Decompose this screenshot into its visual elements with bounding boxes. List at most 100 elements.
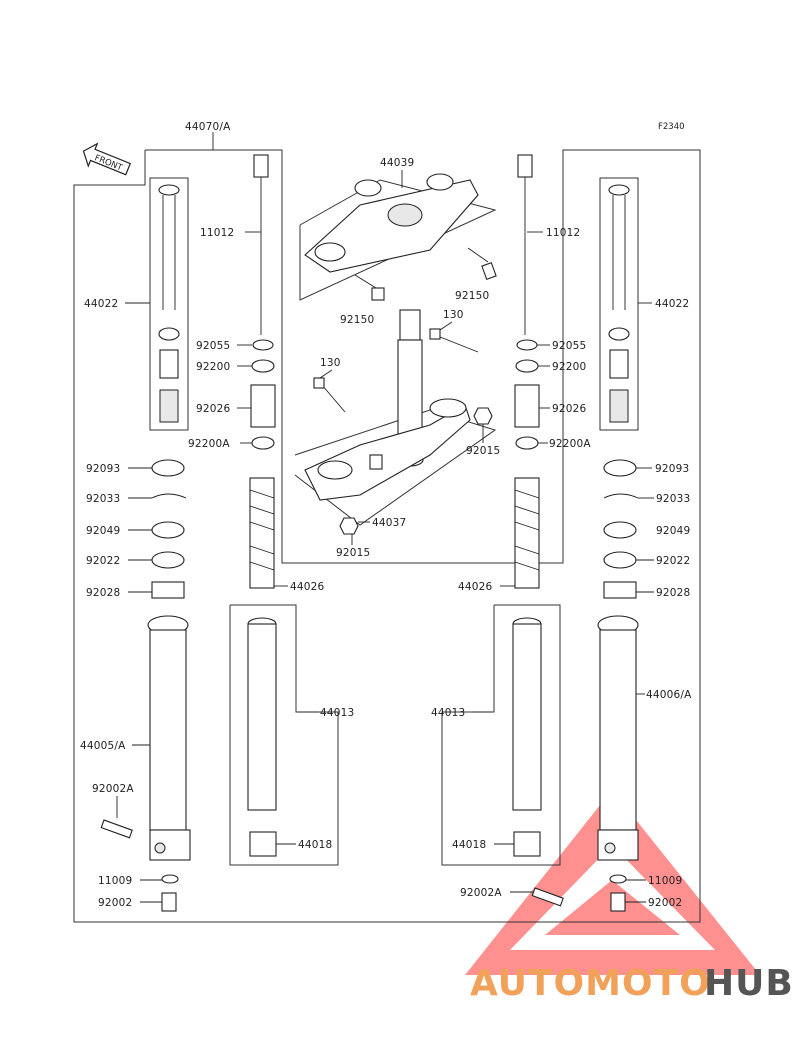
left-spring-kit-frame (149, 177, 189, 431)
diagram-code: F2340 (658, 122, 685, 132)
label-130-upper: 130 (443, 309, 464, 321)
label-92150-left: 92150 (340, 314, 374, 326)
label-92028-right: 92028 (656, 587, 690, 599)
label-44022-right: 44022 (655, 298, 689, 310)
right-cylinder-frame (441, 604, 561, 866)
label-92200A-right: 92200A (549, 438, 591, 450)
label-44037: 44037 (372, 517, 406, 529)
label-92015-left: 92015 (336, 547, 370, 559)
watermark-part2: HUB (704, 963, 794, 1004)
label-92015-right: 92015 (466, 445, 500, 457)
right-oil-seal-92049 (603, 521, 637, 539)
left-bolt-92002 (161, 892, 177, 912)
label-11009-left: 11009 (98, 875, 132, 887)
label-92200-left: 92200 (196, 361, 230, 373)
label-92049-left: 92049 (86, 525, 120, 537)
left-bushing-44018 (249, 831, 277, 857)
label-44026-right: 44026 (458, 581, 493, 593)
right-washer-92022 (603, 551, 637, 569)
label-92055-left: 92055 (196, 340, 230, 352)
label-11012-left: 11012 (200, 227, 234, 239)
left-washer-92200A (251, 436, 275, 450)
label-92002A-left: 92002A (92, 783, 134, 795)
left-washer-11009 (161, 874, 179, 884)
label-92033-right: 92033 (656, 493, 690, 505)
label-44022-left: 44022 (84, 298, 118, 310)
left-bolt-92002A (100, 819, 133, 839)
label-44026-left: 44026 (290, 581, 325, 593)
right-fork-cap-bolt (517, 154, 533, 335)
label-92002A-right: 92002A (460, 887, 502, 899)
right-clip-92033 (603, 493, 639, 499)
right-collar-92026 (514, 384, 540, 428)
left-cylinder-44013 (247, 617, 277, 811)
left-collar-92026 (250, 384, 276, 428)
left-oil-seal-92049 (151, 521, 185, 539)
right-seal-92093 (603, 459, 637, 477)
right-washer-11009 (609, 874, 627, 884)
lower-triple-clamp (304, 398, 471, 501)
right-bolt-92002A (531, 887, 564, 907)
right-spring-kit-frame (599, 177, 639, 431)
right-spring-44026 (514, 477, 540, 589)
label-44005: 44005/A (80, 740, 126, 752)
right-bushing-92028 (603, 581, 637, 599)
label-92022-left: 92022 (86, 555, 120, 567)
right-spring-kit-44022 (608, 184, 630, 423)
nut-92015-left (339, 517, 359, 535)
label-92002-right: 92002 (648, 897, 682, 909)
right-bushing-44018 (513, 831, 541, 857)
left-washer-92200 (251, 359, 275, 373)
bolt-130-lower (313, 377, 346, 413)
front-arrow-icon: FRONT (82, 142, 132, 176)
label-44070: 44070/A (185, 121, 231, 133)
outer-frame (73, 149, 701, 923)
lower-bracket-outline (294, 409, 497, 526)
label-44013-left: 44013 (320, 707, 354, 719)
right-o-ring-92055 (516, 339, 538, 351)
label-92028-left: 92028 (86, 587, 120, 599)
bolt-92150-right (467, 247, 497, 280)
right-cylinder-44013 (512, 617, 542, 811)
label-92026-left: 92026 (196, 403, 231, 415)
left-fork-cap-bolt (253, 154, 269, 335)
upper-triple-clamp (304, 173, 479, 273)
label-92150-right: 92150 (455, 290, 489, 302)
right-bolt-92002 (610, 892, 626, 912)
label-92093-right: 92093 (655, 463, 689, 475)
left-spring-kit-44022 (158, 184, 180, 423)
label-92002-left: 92002 (98, 897, 132, 909)
nut-92015-right (473, 407, 493, 425)
left-clip-92033 (151, 493, 187, 499)
right-washer-92200A (515, 436, 539, 450)
label-44018-right: 44018 (452, 839, 486, 851)
label-44013-right: 44013 (431, 707, 465, 719)
watermark-logo: AUTOMOTO HUB (470, 963, 794, 1004)
bolt-130-upper (429, 328, 479, 353)
left-outer-tube-44005 (147, 615, 191, 861)
label-92026-right: 92026 (552, 403, 587, 415)
left-washer-92022 (151, 551, 185, 569)
label-11012-right: 11012 (546, 227, 580, 239)
watermark-part1: AUTOMOTO (470, 963, 711, 1004)
label-44039: 44039 (380, 157, 414, 169)
label-92022-right: 92022 (656, 555, 690, 567)
label-44018-left: 44018 (298, 839, 332, 851)
label-44006: 44006/A (646, 689, 692, 701)
label-92055-right: 92055 (552, 340, 586, 352)
label-92049-right: 92049 (656, 525, 690, 537)
left-bushing-92028 (151, 581, 185, 599)
label-92200A-left: 92200A (188, 438, 230, 450)
upper-bracket-outline (299, 179, 497, 301)
left-spring-44026 (249, 477, 275, 589)
label-92200-right: 92200 (552, 361, 586, 373)
bolt-92150-left (354, 274, 385, 301)
left-o-ring-92055 (252, 339, 274, 351)
leader-lines (116, 170, 654, 903)
right-outer-tube-44006 (597, 615, 639, 861)
label-92033-left: 92033 (86, 493, 120, 505)
label-11009-right: 11009 (648, 875, 682, 887)
label-92093-left: 92093 (86, 463, 120, 475)
right-washer-92200 (515, 359, 539, 373)
